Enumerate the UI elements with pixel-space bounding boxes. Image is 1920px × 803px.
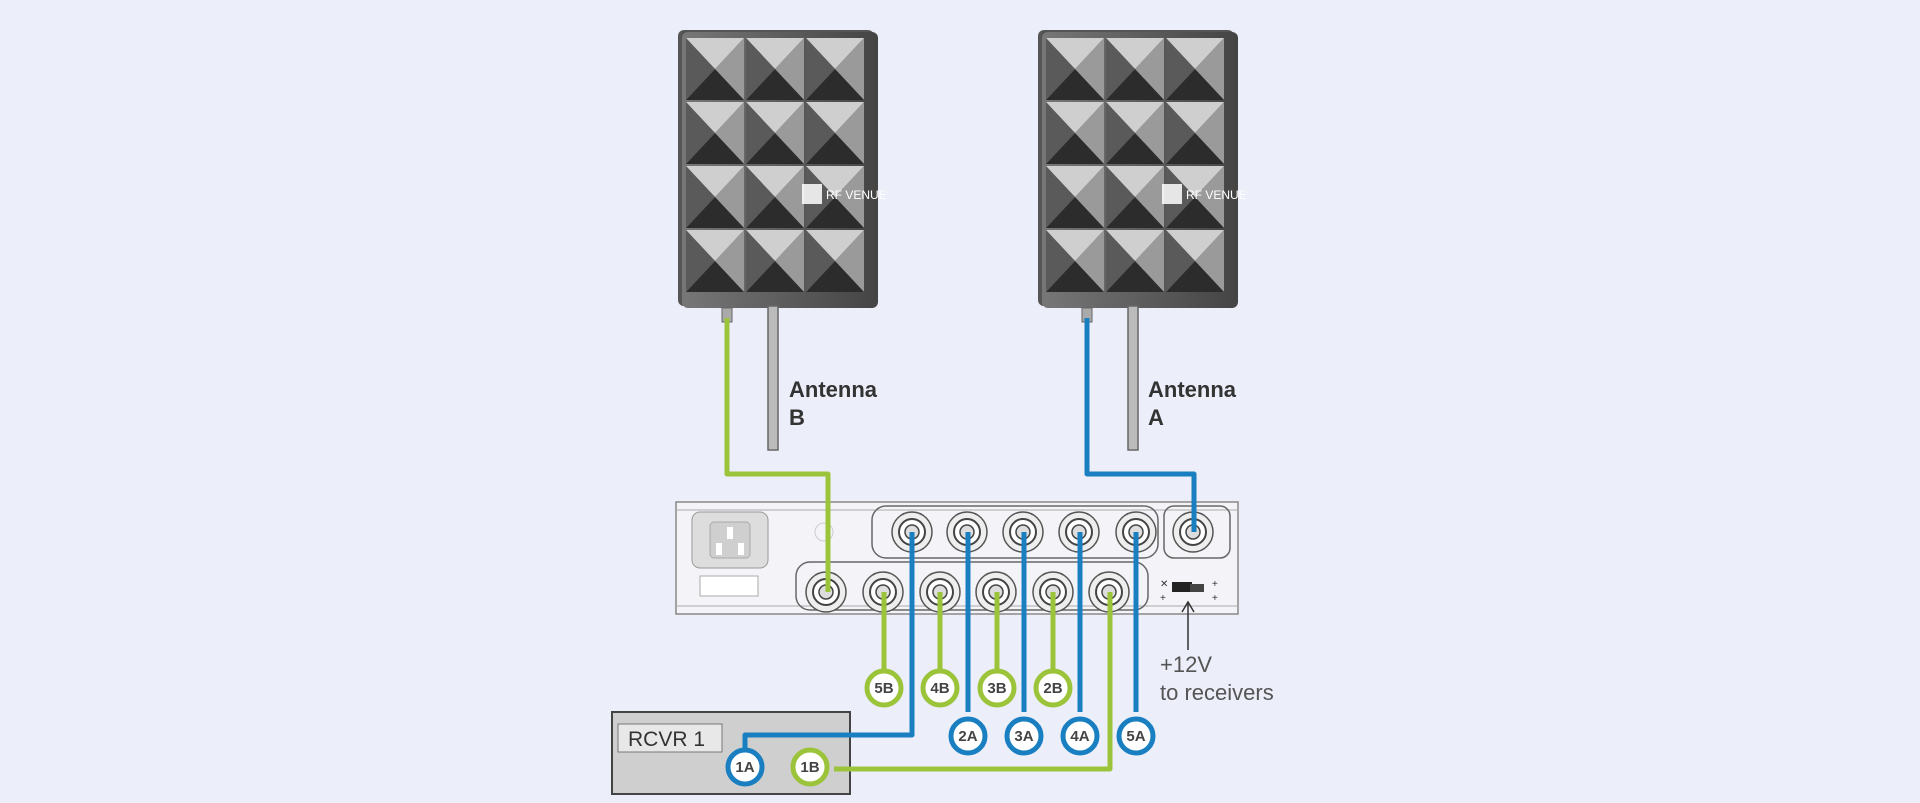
pyramid-stud — [806, 38, 864, 100]
receiver-rcvr-1: RCVR 1 — [611, 711, 851, 795]
power-note-voltage: +12V — [1160, 652, 1212, 677]
receiver-label: RCVR 1 — [628, 728, 705, 751]
antenna-a-label-line1: Antenna — [1148, 377, 1237, 402]
power-note-target: to receivers — [1160, 680, 1274, 705]
port-tag-label: 4A — [1070, 728, 1089, 745]
pyramid-stud — [746, 166, 804, 228]
pyramid-stud — [686, 102, 744, 164]
port-tag-4a: 4A — [1060, 716, 1100, 756]
port-tag-label: 1B — [800, 759, 819, 776]
svg-text:+: + — [1160, 593, 1166, 604]
power-inlet-icon — [691, 511, 769, 597]
pyramid-stud — [806, 102, 864, 164]
coax-cable — [834, 592, 1113, 772]
port-tag-label: 5B — [874, 680, 893, 697]
input-bay-a — [1163, 505, 1231, 559]
pyramid-stud — [1106, 230, 1164, 292]
antenna-brand-label: RF VENUE — [1186, 188, 1247, 202]
antenna-b-label-line2: B — [789, 405, 805, 430]
output-bay-upper — [871, 505, 1159, 559]
antenna-a: RF VENUE — [1038, 30, 1247, 451]
svg-text:✕: ✕ — [1160, 579, 1168, 590]
port-tag-2b: 2B — [1033, 668, 1073, 708]
port-tag-5a: 5A — [1116, 716, 1156, 756]
pyramid-stud — [686, 166, 744, 228]
port-tag-5b: 5B — [864, 668, 904, 708]
port-tag-3b: 3B — [977, 668, 1017, 708]
pyramid-stud — [1166, 230, 1224, 292]
pyramid-stud — [1106, 102, 1164, 164]
pyramid-stud — [806, 230, 864, 292]
coax-cable — [724, 318, 831, 592]
port-tag-label: 1A — [735, 759, 754, 776]
port-tag-2a: 2A — [948, 716, 988, 756]
port-tag-label: 5A — [1126, 728, 1145, 745]
port-tag-label: 2B — [1043, 680, 1062, 697]
port-tag-label: 4B — [930, 680, 949, 697]
pyramid-stud — [746, 230, 804, 292]
svg-text:+: + — [1212, 593, 1218, 604]
port-tag-1b: 1B — [790, 747, 830, 787]
antenna-brand-label: RF VENUE — [826, 188, 887, 202]
pyramid-stud — [1106, 166, 1164, 228]
coax-cable — [1084, 318, 1197, 532]
antenna-mount-pole — [767, 305, 779, 451]
pyramid-stud — [686, 230, 744, 292]
antenna-a-label-line2: A — [1148, 405, 1164, 430]
pyramid-stud — [1046, 230, 1104, 292]
ground-screw-icon — [814, 522, 834, 542]
pyramid-stud — [1106, 38, 1164, 100]
port-tag-1a: 1A — [725, 747, 765, 787]
pyramid-stud — [746, 38, 804, 100]
pyramid-stud — [1166, 38, 1224, 100]
output-bay-lower — [795, 561, 1149, 611]
port-tag-3a: 3A — [1004, 716, 1044, 756]
power-arrow — [1181, 600, 1195, 650]
dc-power-output-icon: ✕ + + + — [1160, 579, 1218, 604]
pyramid-stud — [1046, 102, 1104, 164]
coax-cable — [742, 532, 915, 752]
pyramid-stud — [746, 102, 804, 164]
port-tag-label: 3A — [1014, 728, 1033, 745]
port-tag-label: 3B — [987, 680, 1006, 697]
coax-cables — [724, 318, 1197, 772]
port-tag-4b: 4B — [920, 668, 960, 708]
antenna-b-label-line1: Antenna — [789, 377, 878, 402]
antenna-mount-pole — [1127, 305, 1139, 451]
rf-venue-logo: RF VENUE — [802, 184, 887, 204]
svg-text:+: + — [1212, 579, 1218, 590]
pyramid-stud — [1166, 102, 1224, 164]
port-tags: 5B 4B 3B 2B 2A 3A 4A 5A 1A 1B — [725, 668, 1156, 787]
pyramid-stud — [1046, 166, 1104, 228]
pyramid-stud — [686, 38, 744, 100]
port-tag-label: 2A — [958, 728, 977, 745]
rf-venue-logo: RF VENUE — [1162, 184, 1247, 204]
antenna-distribution-unit: ✕ + + + — [675, 501, 1239, 615]
antenna-b: RF VENUE — [678, 30, 887, 451]
pyramid-stud — [1046, 38, 1104, 100]
